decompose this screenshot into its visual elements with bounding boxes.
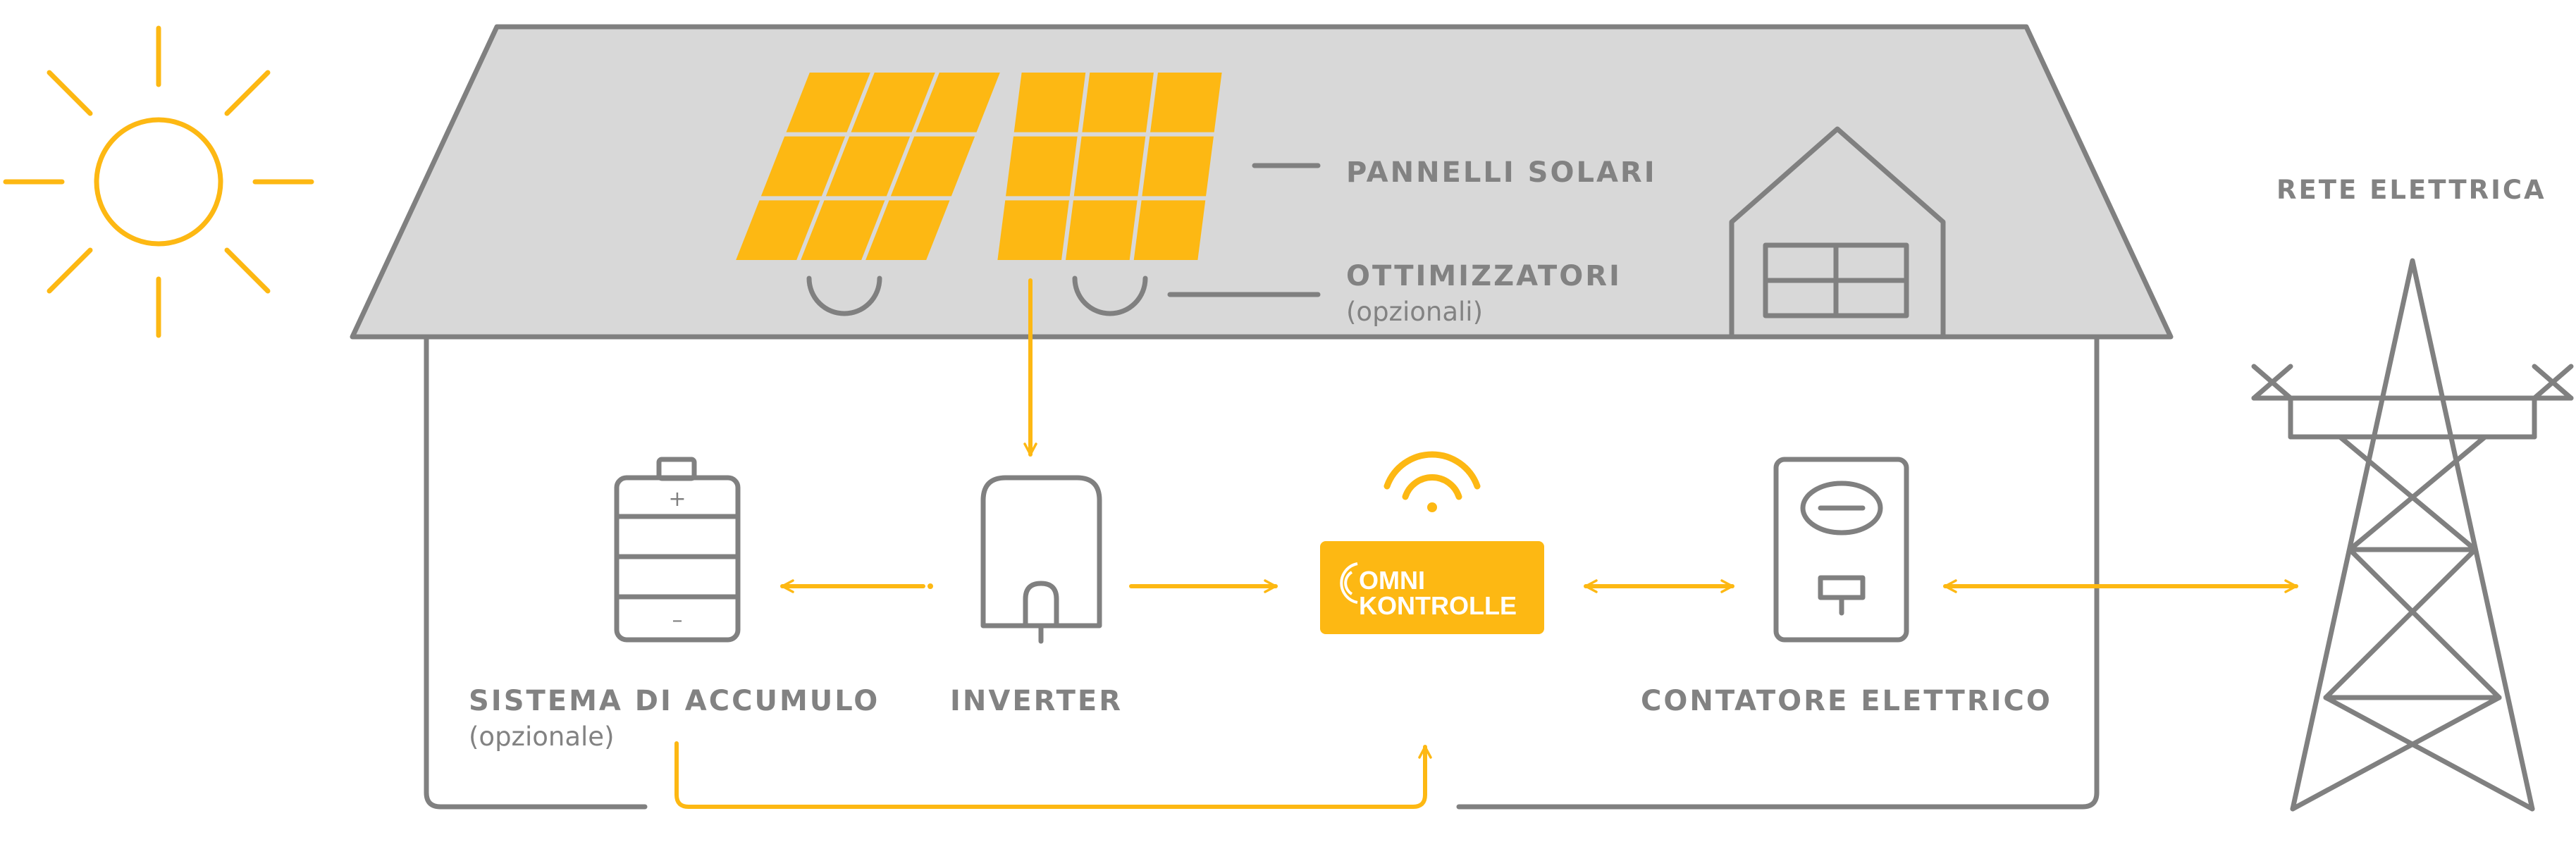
panel-cell (890, 136, 975, 197)
arrow-battery-to-omni (674, 741, 1432, 809)
label-grid: RETE ELETTRICA (2276, 175, 2546, 205)
label-inverter: INVERTER (950, 685, 1123, 717)
panel-cell (825, 136, 911, 197)
panel-cell (1066, 200, 1138, 260)
sun-icon (3, 25, 314, 338)
panel-cell (916, 73, 1000, 132)
solar-panel-right (997, 73, 1222, 260)
logo-line2: KONTROLLE (1359, 591, 1517, 620)
flow-arrows (674, 278, 2298, 809)
dormer-window (1729, 126, 1946, 338)
label-solar-panels: PANNELLI SOLARI (1346, 156, 1657, 189)
label-optimizers: OTTIMIZZATORI (1346, 260, 1622, 292)
label-optimizers-note: (opzionali) (1346, 297, 1483, 327)
pylon-icon (2251, 258, 2574, 812)
leader-lines (1167, 163, 1321, 297)
house-walls (424, 335, 2100, 810)
battery-minus: – (672, 608, 683, 633)
panel-cell (1013, 73, 1086, 132)
inverter-icon (980, 475, 1102, 644)
panel-cell (1073, 136, 1146, 197)
panel-cell (801, 200, 885, 260)
panel-cell (1133, 200, 1206, 260)
panel-cell (997, 200, 1069, 260)
panel-cell (760, 136, 846, 197)
label-meter: CONTATORE ELETTRICO (1641, 685, 2052, 717)
meter-icon (1773, 457, 1909, 643)
panel-cell (1082, 73, 1154, 132)
logo-line1: OMNI (1359, 566, 1425, 595)
panel-cell (1150, 73, 1222, 132)
battery-plus: + (668, 487, 686, 512)
label-storage-note: (opzionale) (469, 722, 615, 752)
panel-cell (1142, 136, 1214, 197)
panel-cell (1006, 136, 1078, 197)
label-storage: SISTEMA DI ACCUMULO (469, 685, 880, 717)
panel-cell (865, 200, 950, 260)
wifi-icon (1383, 451, 1481, 512)
panel-cell (851, 73, 935, 132)
solar-panel-left (736, 73, 1000, 260)
battery-icon (614, 457, 741, 643)
panel-cell (736, 200, 820, 260)
optimizer-icons (806, 275, 1148, 316)
omnikontrolle-logo: OMNI KONTROLLE (1320, 541, 1544, 634)
panel-cell (786, 73, 870, 132)
